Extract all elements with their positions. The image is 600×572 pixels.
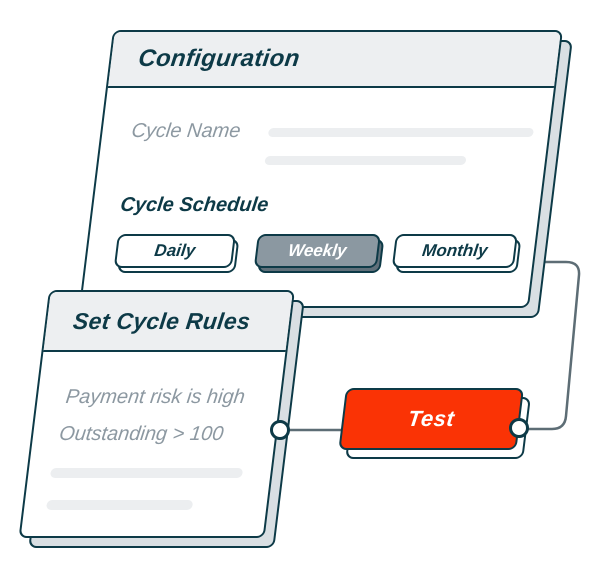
test-node-label: Test [406, 406, 456, 431]
configuration-card-face: Configuration Cycle Name Cycle Schedule … [78, 30, 563, 308]
test-node[interactable]: Test [338, 388, 531, 459]
schedule-option-weekly[interactable]: Weekly [253, 234, 385, 273]
set-cycle-rules-card: Set Cycle Rules Payment risk is high Out… [18, 290, 305, 548]
rule-placeholder-bar-2 [45, 500, 194, 510]
set-cycle-rules-card-title: Set Cycle Rules [71, 307, 252, 334]
test-node-face[interactable]: Test [338, 388, 524, 450]
schedule-option-monthly[interactable]: Monthly [391, 234, 522, 273]
cycle-name-label: Cycle Name [130, 120, 242, 142]
test-output-port[interactable] [509, 418, 529, 438]
cycle-name-input-placeholder-2[interactable] [264, 156, 467, 165]
rule-placeholder-bar [49, 468, 244, 478]
set-cycle-rules-card-header: Set Cycle Rules [43, 292, 293, 352]
configuration-card-header: Configuration [107, 32, 561, 88]
rule-text-payment-risk: Payment risk is high [64, 386, 247, 408]
rule-text-outstanding: Outstanding > 100 [57, 423, 225, 445]
rules-output-port[interactable] [270, 420, 290, 440]
configuration-card-title: Configuration [136, 45, 302, 72]
schedule-option-daily[interactable]: Daily [113, 234, 240, 273]
set-cycle-rules-card-face: Set Cycle Rules Payment risk is high Out… [18, 290, 295, 538]
schedule-options-row: Daily Weekly Monthly [113, 234, 522, 273]
schedule-option-weekly-label: Weekly [253, 234, 381, 268]
schedule-option-monthly-label: Monthly [391, 234, 518, 268]
configuration-card: Configuration Cycle Name Cycle Schedule … [78, 30, 573, 318]
schedule-option-daily-label: Daily [113, 234, 236, 268]
cycle-schedule-label: Cycle Schedule [119, 194, 270, 216]
connector-line-config-to-test [519, 260, 581, 431]
cycle-name-input-placeholder[interactable] [267, 128, 534, 137]
